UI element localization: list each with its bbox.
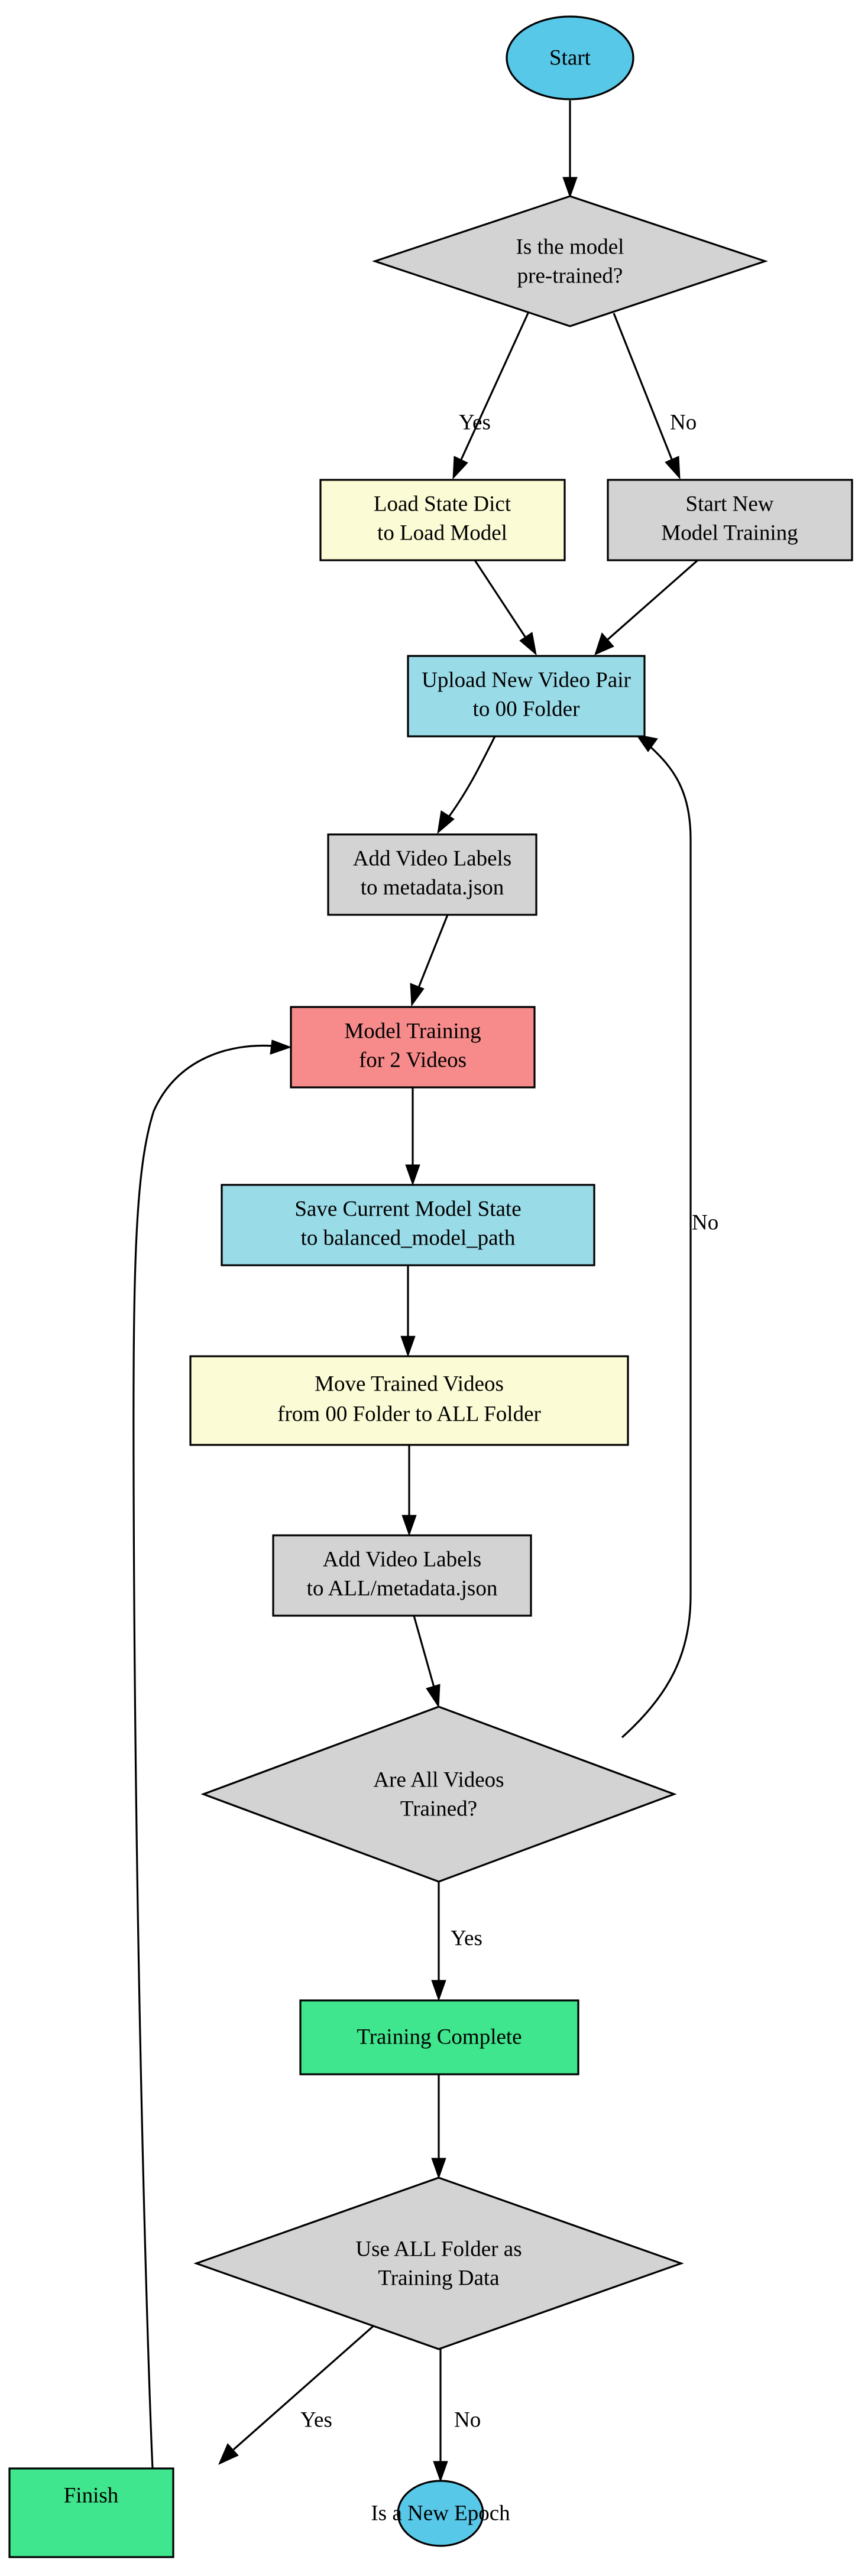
node-is-new-epoch-required[interactable]: Use ALL Folder as Training Data (193, 2177, 684, 2350)
edge-save-to-move-videos (400, 1265, 416, 1357)
edge-all-trained-yes-to-complete: Yes (431, 1882, 482, 2002)
node-save-model-state-line2: to balanced_model_path (301, 1226, 516, 1250)
edge-upload-to-add-labels (437, 736, 496, 834)
node-are-all-videos-trained[interactable]: Are All Videos Trained? (200, 1706, 677, 1883)
node-add-video-labels-metadata-line2: to metadata.json (361, 875, 504, 899)
edge-yes-to-load-state-dict: Yes (452, 313, 529, 480)
node-is-model-pretrained-line2: pre-trained? (517, 264, 623, 288)
node-use-all-folder-training-data[interactable]: Finish (8, 2467, 174, 2558)
node-add-video-labels-all-metadata[interactable]: Add Video Labels to ALL/metadata.json (272, 1534, 532, 1617)
node-add-video-labels-metadata[interactable]: Add Video Labels to metadata.json (327, 833, 537, 916)
node-start-new-model-training-line1: Start New (686, 492, 774, 516)
edge-newtraining-to-upload (594, 559, 699, 655)
node-is-model-pretrained[interactable]: Is the model pre-trained? (371, 195, 769, 327)
edge-label-no-new-epoch: No (454, 2408, 481, 2432)
edge-add-labels-to-model-training (410, 914, 449, 1007)
node-save-model-state-line1: Save Current Model State (294, 1197, 521, 1221)
node-add-video-labels-metadata-line1: Add Video Labels (353, 846, 511, 870)
node-training-complete[interactable]: Training Complete (299, 1999, 579, 2075)
node-finish-label: Is a New Epoch (371, 2501, 510, 2525)
edge-add-all-labels-to-all-trained (413, 1615, 441, 1708)
node-move-trained-videos-line1: Move Trained Videos (315, 1372, 504, 1396)
node-are-all-videos-trained-line1: Are All Videos (373, 1768, 504, 1792)
node-model-training-2-videos-line1: Model Training (344, 1019, 481, 1043)
node-model-training-2-videos[interactable]: Model Training for 2 Videos (290, 1006, 536, 1089)
node-upload-new-video-pair-line1: Upload New Video Pair (422, 668, 631, 692)
node-finish[interactable]: Is a New Epoch (371, 2480, 510, 2547)
edge-all-trained-no-loop-to-upload: No (621, 734, 718, 1739)
edge-load-to-upload (474, 560, 537, 656)
edge-new-epoch-no-to-finish: No (433, 2349, 481, 2483)
node-start-new-model-training[interactable]: Start New Model Training (607, 479, 853, 561)
edge-move-videos-to-add-all-labels (401, 1445, 417, 1536)
node-is-new-epoch-required-line1: Use ALL Folder as (355, 2237, 522, 2261)
node-start-new-model-training-line2: Model Training (661, 521, 798, 545)
edge-label-yes-pretrained: Yes (459, 410, 491, 434)
edge-label-yes-new-epoch: Yes (300, 2408, 332, 2432)
node-are-all-videos-trained-line2: Trained? (400, 1797, 477, 1821)
node-move-trained-videos[interactable]: Move Trained Videos from 00 Folder to AL… (189, 1355, 629, 1446)
node-model-training-2-videos-line2: for 2 Videos (359, 1048, 467, 1072)
node-load-state-dict-line1: Load State Dict (374, 492, 511, 516)
node-load-state-dict-line2: to Load Model (377, 521, 507, 545)
edge-start-to-decision (562, 100, 578, 199)
node-upload-new-video-pair[interactable]: Upload New Video Pair to 00 Folder (407, 655, 646, 738)
edge-label-yes-all-trained: Yes (451, 1926, 482, 1950)
node-is-new-epoch-required-line2: Training Data (378, 2266, 499, 2290)
node-upload-new-video-pair-line2: to 00 Folder (473, 697, 580, 721)
edge-no-to-start-new-training: No (613, 313, 697, 480)
edge-layer: Yes No (132, 100, 718, 2483)
node-start[interactable]: Start (506, 15, 634, 100)
node-training-complete-label: Training Complete (357, 2025, 522, 2049)
node-use-all-folder-line1: Finish (64, 2483, 119, 2507)
edge-use-all-loop-to-model-training (132, 1040, 292, 2469)
node-layer: Start Is the model pre-trained? Load Sta… (8, 15, 853, 2558)
edge-label-no-pretrained: No (670, 410, 697, 434)
edge-complete-to-new-epoch (431, 2074, 446, 2179)
node-is-model-pretrained-line1: Is the model (516, 235, 624, 259)
edge-new-epoch-yes-to-use-all: Yes (218, 2322, 377, 2465)
node-add-video-labels-all-metadata-line2: to ALL/metadata.json (307, 1576, 498, 1600)
node-move-trained-videos-line2: from 00 Folder to ALL Folder (277, 1402, 541, 1426)
node-save-model-state[interactable]: Save Current Model State to balanced_mod… (221, 1184, 595, 1266)
node-load-state-dict[interactable]: Load State Dict to Load Model (319, 479, 566, 561)
edge-model-training-to-save (405, 1087, 420, 1186)
node-start-label: Start (549, 46, 591, 70)
node-add-video-labels-all-metadata-line1: Add Video Labels (323, 1547, 481, 1571)
edge-label-no-all-trained: No (692, 1210, 718, 1235)
